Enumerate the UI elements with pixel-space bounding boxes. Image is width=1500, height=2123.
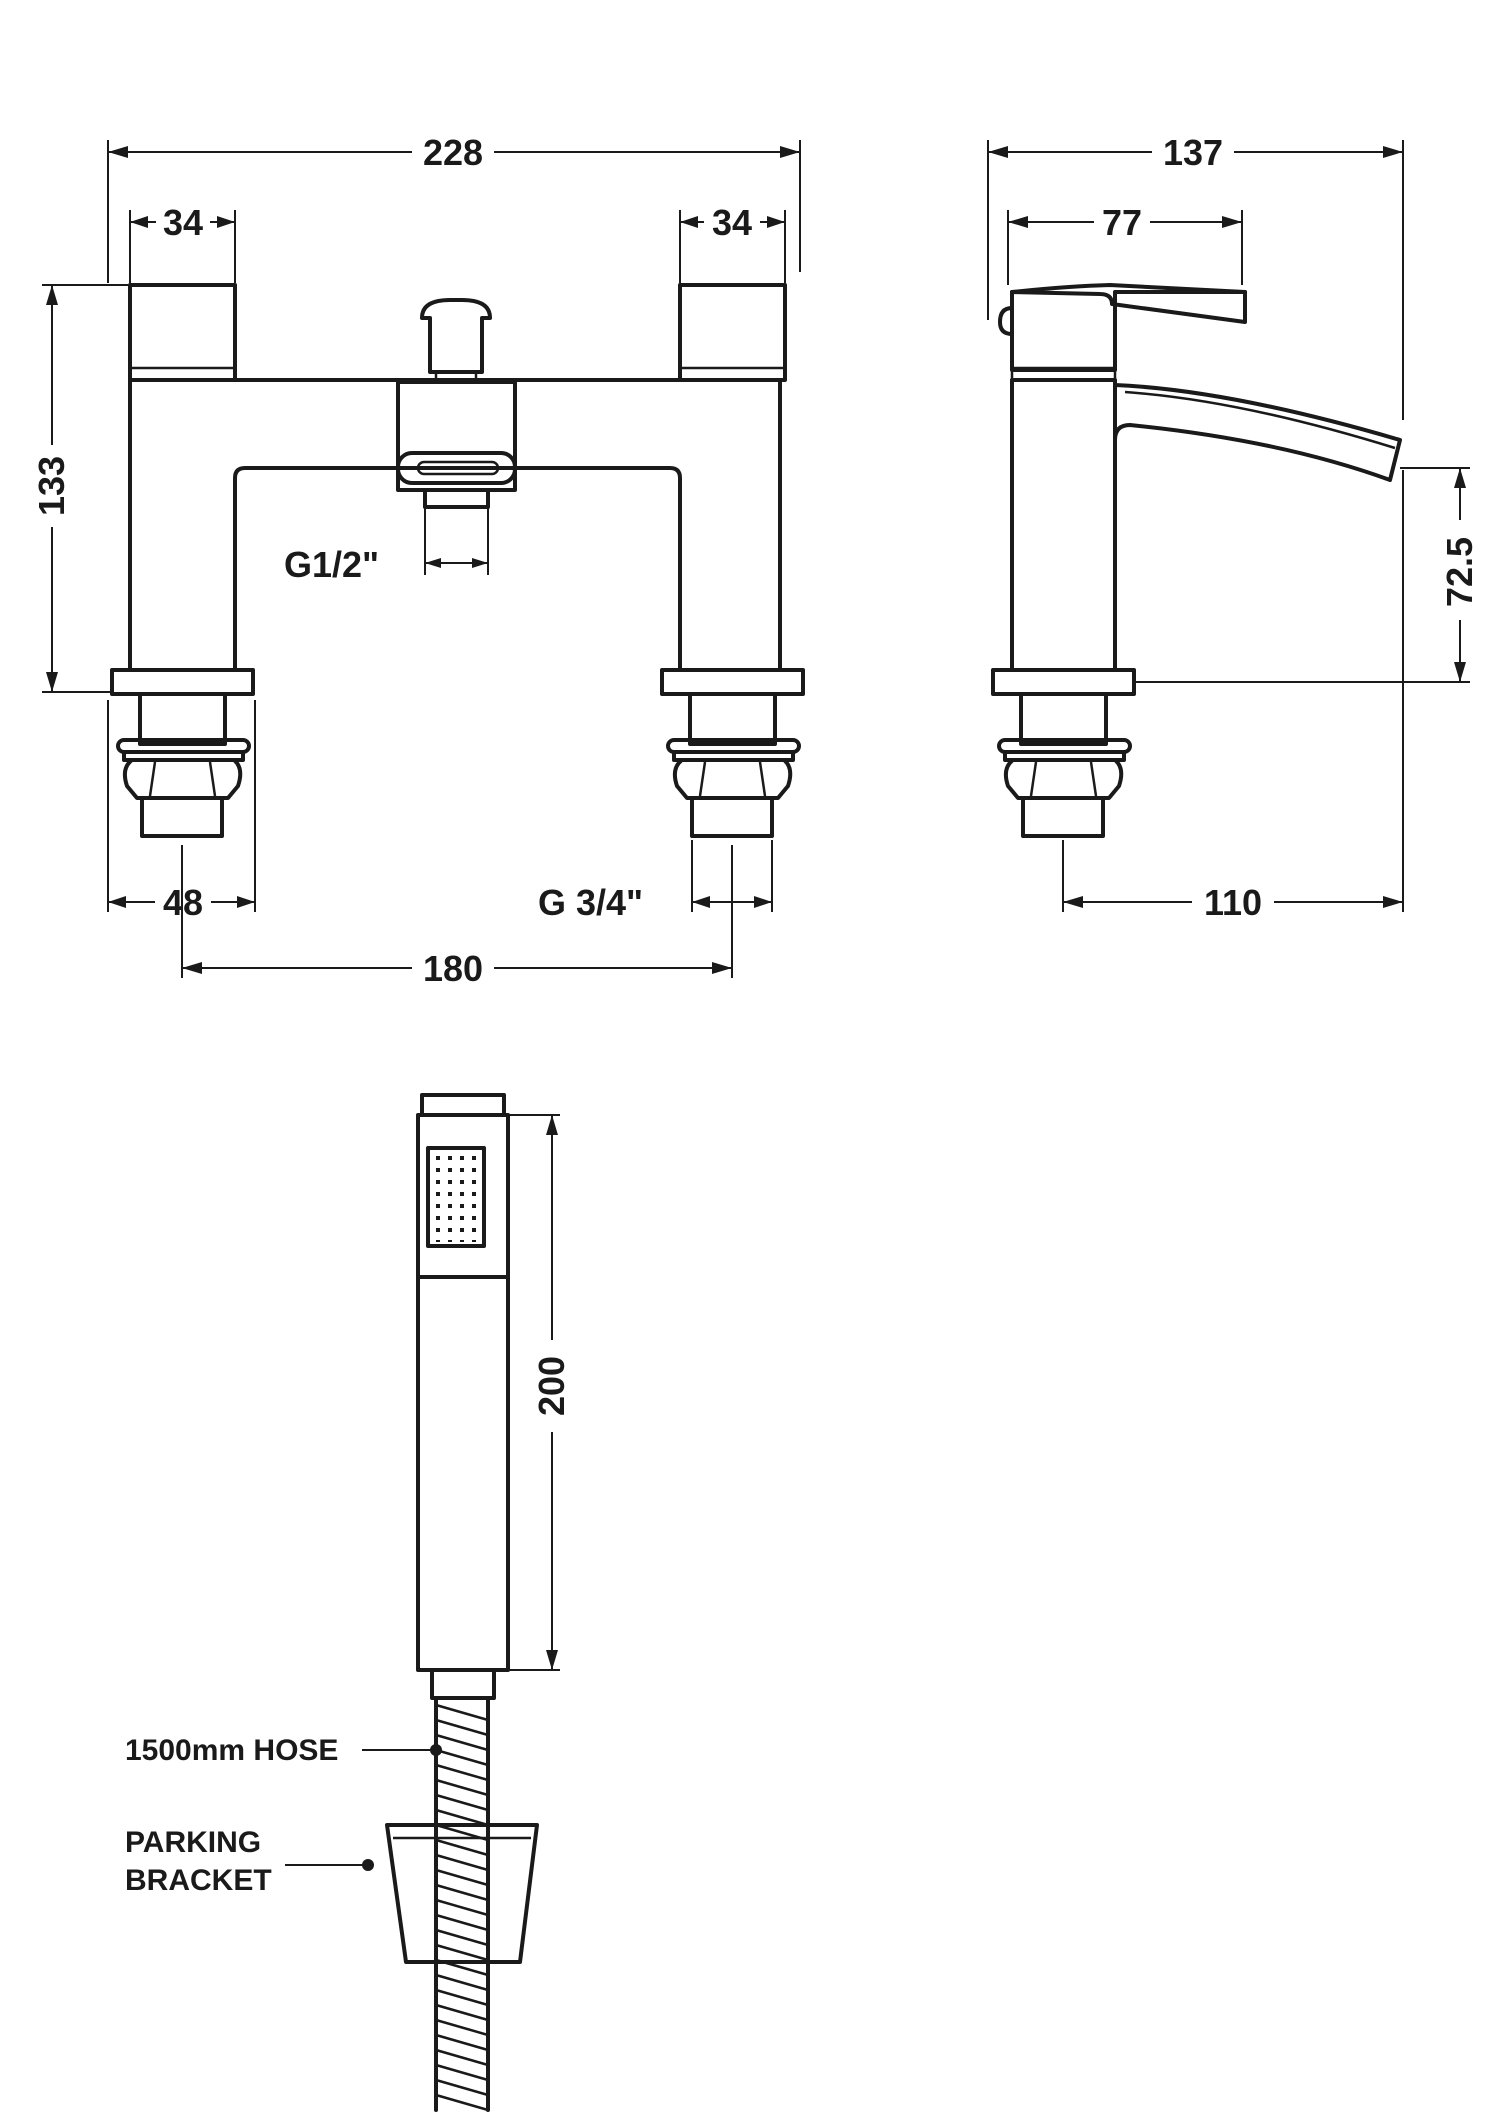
overall-depth-label: 137 [1163,132,1223,173]
bracket-callout: PARKING BRACKET [125,1826,374,1897]
dim-spout-reach: 110 [1062,470,1404,926]
centres-label: 180 [423,948,483,989]
side-handle [1010,290,1247,372]
side-view: 137 77 72.5 [987,128,1484,926]
diverter-knob [420,298,492,374]
dim-overall-height: 133 [28,284,128,693]
dim-handset-length: 200 [508,1114,576,1671]
spray-face [426,1146,486,1248]
overall-width-label: 228 [423,132,483,173]
mixer-body [128,378,782,672]
dim-left-handle: 34 [129,200,236,283]
overall-height-label: 133 [31,456,72,516]
right-handle [678,283,787,382]
spout-reach-label: 110 [1204,882,1262,923]
dim-overall-depth: 137 [987,128,1404,420]
handle-depth-label: 77 [1102,202,1142,243]
dim-centres: 180 [181,845,733,992]
hose [434,1696,490,2112]
handset-cap [420,1093,506,1117]
spout-height-label: 72.5 [1439,537,1480,607]
parking-bracket [385,1823,539,1964]
side-spout [1113,383,1402,482]
dim-diverter-thread: G1/2" [284,507,489,585]
hose-callout: 1500mm HOSE [125,1734,442,1767]
side-body [1010,378,1117,672]
hose-label: 1500mm HOSE [125,1734,338,1767]
handset-length-label: 200 [531,1356,572,1416]
bracket-label-line1: PARKING [125,1826,261,1859]
left-handle [128,283,237,382]
right-fitting [660,668,805,838]
left-fitting [110,668,255,838]
bracket-label-line2: BRACKET [125,1864,272,1897]
shower-handset: 200 1500mm HOSE PARKING BRACKET [125,1093,576,2112]
diverter-thread-label: G1/2" [284,544,379,585]
dim-right-handle: 34 [679,200,786,283]
dim-spout-height: 72.5 [1136,467,1484,683]
inlet-thread-label: G 3/4" [538,882,643,923]
hose-connector [430,1668,496,1700]
right-handle-width-label: 34 [712,202,752,243]
dim-handle-depth: 77 [1007,200,1243,285]
dim-overall-width: 228 [107,128,801,283]
left-handle-width-label: 34 [163,202,203,243]
dim-inlet-thread: G 3/4" [538,840,773,923]
front-view: 228 34 34 1 [28,128,805,992]
